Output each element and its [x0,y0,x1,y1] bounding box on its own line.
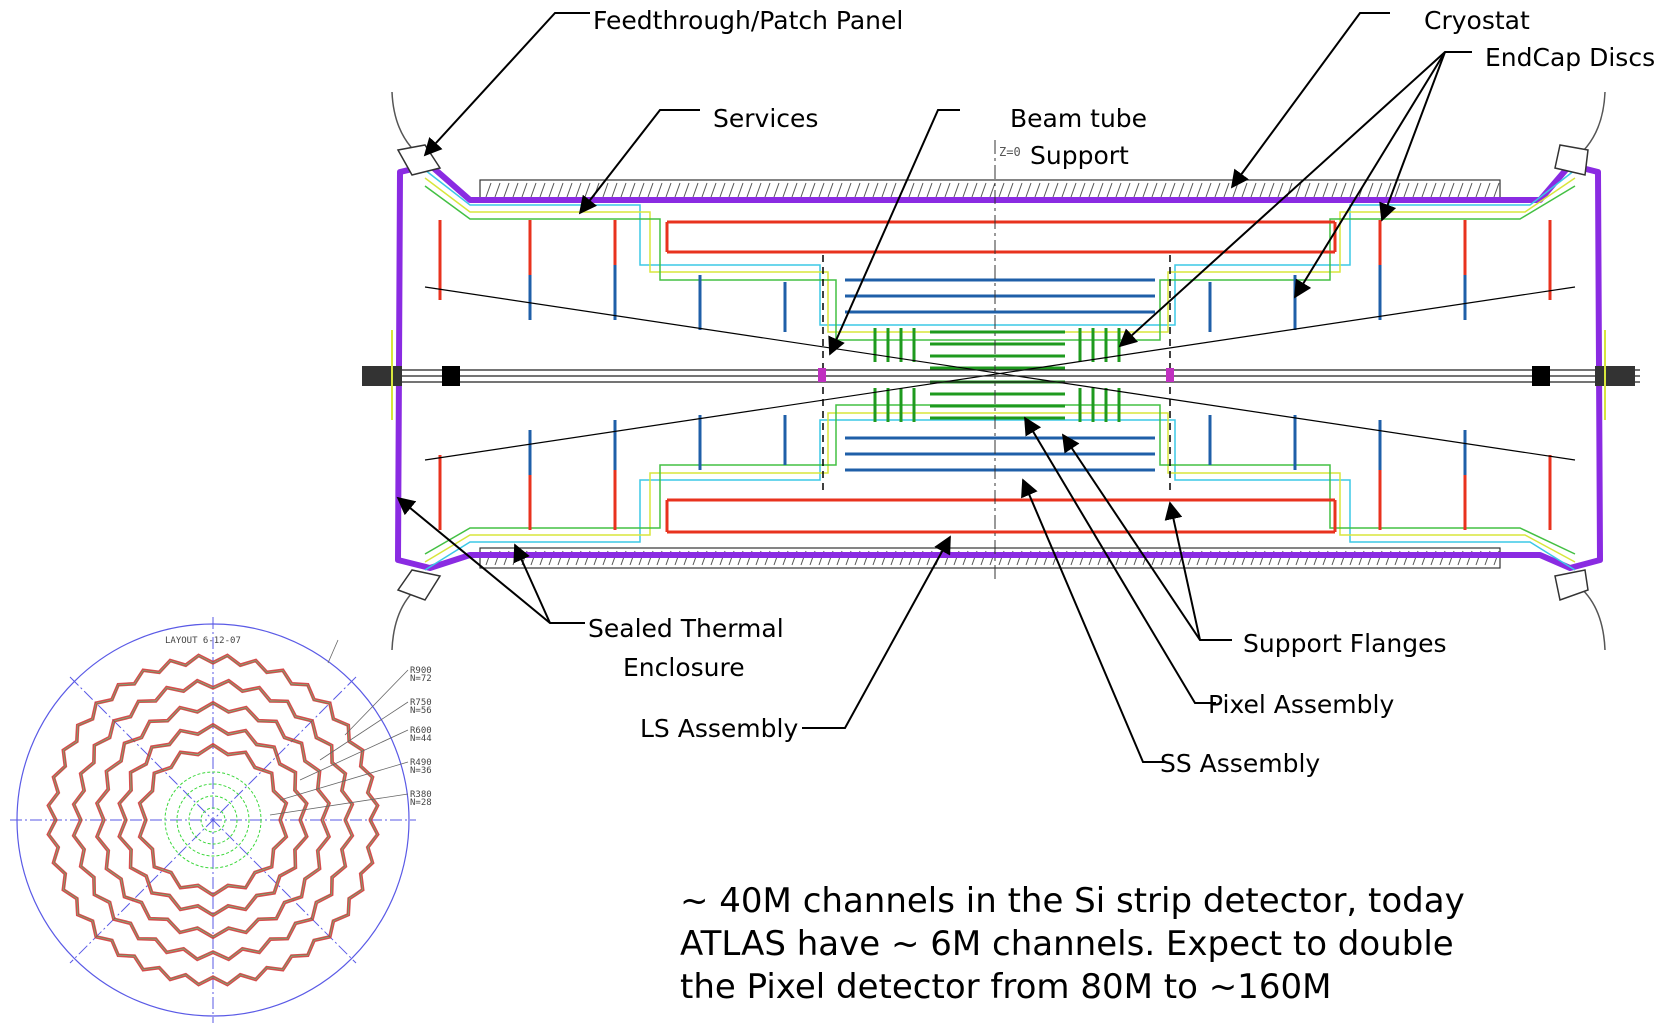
inset-module-ring [46,653,380,987]
label-support-flanges: Support Flanges [1243,629,1447,658]
sealed-thermal-enclosure [395,162,1603,571]
ss-assembly [845,278,1155,472]
inset-module-ring [48,655,378,985]
note-line-1: ~ 40M channels in the Si strip detector,… [680,881,1465,921]
label-sealed-thermal-2: Enclosure [623,653,745,682]
inset-ring-labels: R900 N=72 R750 N=56 R600 N=44 R490 N=36 … [410,666,432,808]
inset-module-ring [138,743,288,897]
inset-module-ring [47,654,379,986]
beam-flange-left [362,366,402,386]
pixel-assembly [873,328,1121,422]
svg-text:R490: R490 [410,758,432,768]
label-support: Support [1030,141,1129,170]
svg-text:N=36: N=36 [410,766,432,776]
beam-pipe [362,369,1640,383]
inset-module-ring [117,722,309,918]
label-services: Services [713,104,818,133]
svg-text:N=72: N=72 [410,674,432,684]
label-ss-assembly: SS Assembly [1160,749,1320,778]
note-line-3: the Pixel detector from 80M to ~160M [680,967,1332,1007]
inset-layout-label: LAYOUT 6-12-07 [165,636,241,646]
inset-module-ring [96,701,330,939]
endcap-discs [438,220,1552,530]
ls-assembly [665,220,1337,534]
inset-inner-circle [188,795,238,845]
z0-label: Z=0 [999,145,1021,159]
inset-inner-circle [164,771,262,869]
svg-text:R900: R900 [410,666,432,676]
label-cryostat: Cryostat [1424,6,1530,35]
inset-module-ring [97,703,329,937]
inset-module-ring [118,723,308,917]
beam-flange-right [1595,366,1635,386]
svg-text:R600: R600 [410,726,432,736]
svg-text:R380: R380 [410,790,432,800]
svg-text:N=56: N=56 [410,706,432,716]
eta-lines [424,286,1576,461]
label-pixel-assembly: Pixel Assembly [1208,690,1394,719]
note-line-2: ATLAS have ~ 6M channels. Expect to doub… [680,924,1454,964]
inset-module-ring [137,742,289,898]
inset-module-ring [72,679,354,961]
svg-text:R750: R750 [410,698,432,708]
label-beam-tube: Beam tube [1010,104,1147,133]
label-feedthrough: Feedthrough/Patch Panel [593,6,903,35]
inset-inner-circle [176,783,250,857]
support-flanges [822,255,1171,490]
channel-count-note: ~ 40M channels in the Si strip detector,… [680,880,1660,1009]
svg-text:N=28: N=28 [410,798,432,808]
inset-module-ring [71,678,355,962]
endcap-layout-inset: LAYOUT 6-12-07 R900 N=72 R750 N=56 R600 … [10,617,432,1023]
cross-section: Z=0 [362,91,1640,651]
leader-lines [396,12,1472,763]
labels: Feedthrough/Patch Panel Cryostat EndCap … [588,6,1655,778]
label-endcap-discs: EndCap Discs [1485,43,1655,72]
label-sealed-thermal-1: Sealed Thermal [588,614,784,643]
inset-module-ring [74,681,352,959]
label-ls-assembly: LS Assembly [640,714,798,743]
inset-module-ring [119,725,307,915]
inset-module-ring [140,745,286,895]
inset-inner-circle [200,807,226,833]
svg-text:N=44: N=44 [410,734,432,744]
inset-module-ring [94,700,332,940]
